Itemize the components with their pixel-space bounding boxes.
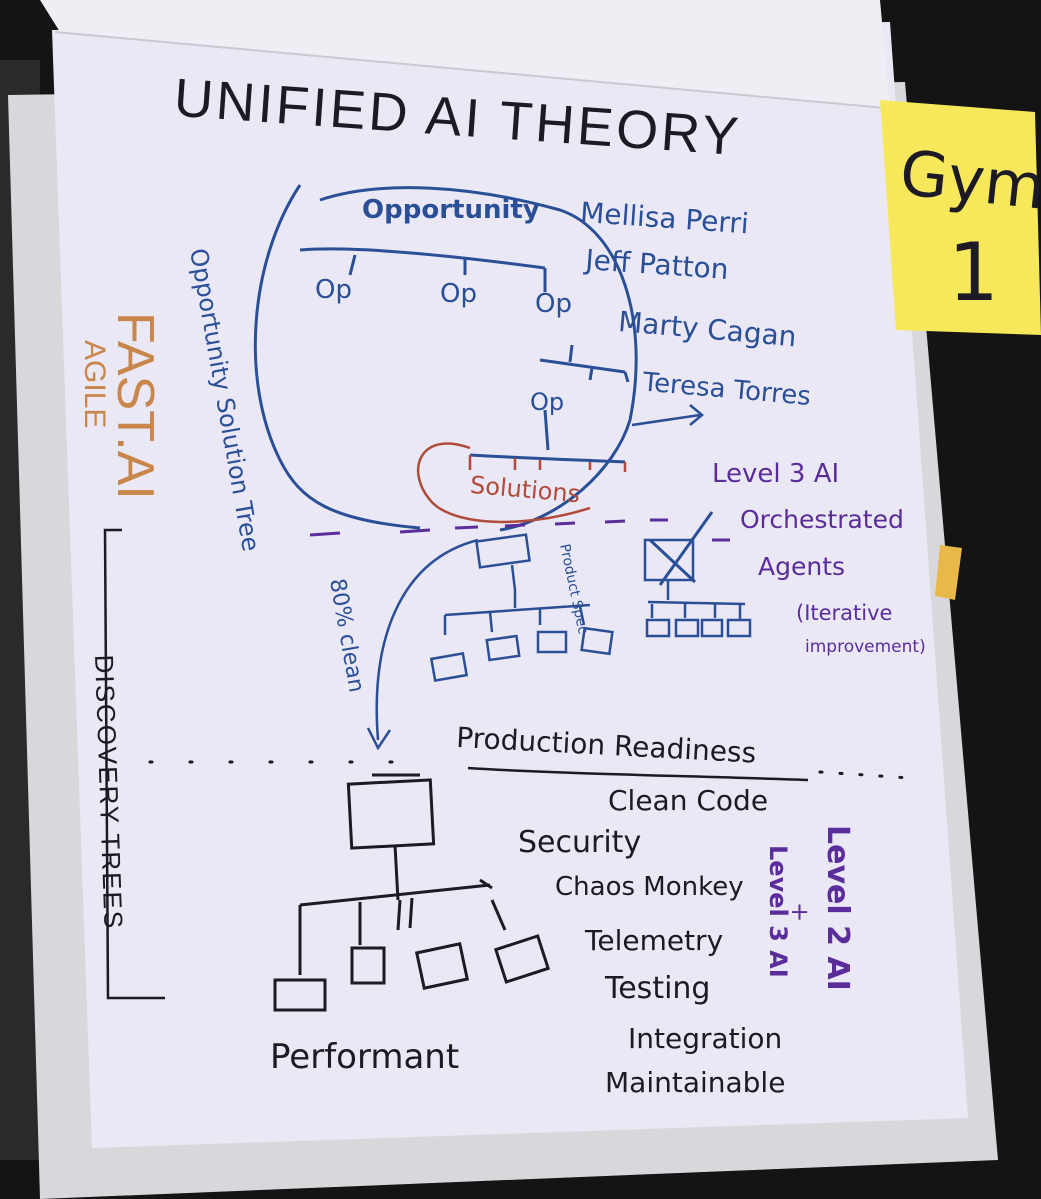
- sticky-corner: [935, 545, 962, 600]
- heading-underline: [467, 766, 809, 782]
- production-item-4: Telemetry: [584, 924, 723, 957]
- opportunity-root: Opportunity: [362, 195, 540, 225]
- opportunity-sub-child: Op: [530, 388, 564, 416]
- agile-label: AGILE: [78, 340, 111, 428]
- cross-out-mark: [648, 511, 714, 586]
- level3-ai-vertical: Level 3 AI: [764, 845, 792, 978]
- fast-ai-label: FAST.AI: [106, 312, 164, 500]
- opportunity-child-3: Op: [535, 289, 572, 319]
- performant-tree: [273, 773, 551, 1012]
- arrow-icon: [631, 404, 704, 427]
- production-item-2: Security: [518, 825, 641, 860]
- production-item-6: Integration: [628, 1022, 782, 1055]
- product-spec-tree: [429, 533, 614, 683]
- production-item-5: Testing: [604, 971, 710, 1006]
- production-item-7: Maintainable: [605, 1066, 785, 1099]
- arrow-icon: [366, 538, 479, 751]
- top-fold: [40, 0, 890, 110]
- sticky-line1: Gym: [897, 136, 1041, 224]
- paper-sheet: [52, 22, 968, 1148]
- level3-ai-label: Level 3 AI: [712, 459, 839, 489]
- iterative-line1: (Iterative: [796, 601, 892, 625]
- production-item-1: Clean Code: [608, 784, 768, 817]
- level3-divider: [309, 518, 730, 542]
- solutions-lines: [416, 442, 627, 524]
- opportunity-child-2: Op: [440, 279, 477, 309]
- sticky-note: Gym 1: [880, 100, 1041, 335]
- iterative-line2: improvement): [805, 637, 926, 657]
- opportunity-tree-lines: [253, 184, 638, 532]
- plus-sign: +: [786, 902, 814, 922]
- sticky-line2: 1: [948, 226, 999, 319]
- level2-ai-vertical: Level 2 AI: [820, 825, 855, 991]
- discovery-bracket: [103, 528, 165, 1000]
- orchestrated-label: Orchestrated: [740, 505, 904, 534]
- performant-label: Performant: [270, 1037, 459, 1077]
- production-item-3: Chaos Monkey: [555, 872, 744, 902]
- opportunity-child-1: Op: [315, 275, 352, 305]
- agents-label: Agents: [758, 552, 845, 581]
- crossed-tree: [643, 538, 752, 638]
